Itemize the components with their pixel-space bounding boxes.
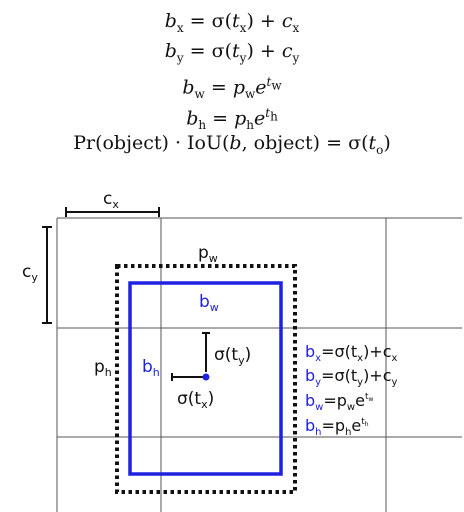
legend-equations: bx=σ(tx)+cx by=σ(ty)+cy bw=pwetw bh=phet…	[305, 342, 398, 438]
sigma-ty-label: σ(ty)	[214, 345, 251, 367]
equation-block: bx = σ(tx) + cx by = σ(ty) + cy bw = pwe…	[0, 0, 464, 170]
bh-label: bh	[142, 357, 160, 379]
equation-bh: bh = pheth	[186, 106, 278, 133]
pw-label: pw	[198, 243, 218, 265]
equation-bw: bw = pwetw	[182, 75, 282, 102]
cy-bracket	[42, 226, 52, 324]
sigma-tx-label: σ(tx)	[177, 389, 214, 411]
equation-objectness: Pr(object) · IoU(b, object) = σ(to)	[73, 132, 391, 157]
prior-box	[115, 264, 297, 494]
ph-label: ph	[94, 357, 112, 379]
equation-bx: bx = σ(tx) + cx	[164, 10, 300, 35]
legend-line-bw: bw=pwetw	[305, 391, 373, 413]
predicted-box	[128, 281, 283, 476]
cx-bracket	[65, 207, 160, 217]
legend-line-by: by=σ(ty)+cy	[305, 366, 398, 388]
cx-label: cx	[103, 189, 119, 211]
center-point	[202, 373, 210, 381]
cy-label: cy	[22, 262, 38, 284]
equation-by: by = σ(ty) + cy	[164, 40, 300, 65]
legend-line-bh: bh=pheth	[305, 416, 369, 438]
legend-line-bx: bx=σ(tx)+cx	[305, 342, 398, 364]
bw-label: bw	[199, 292, 219, 314]
